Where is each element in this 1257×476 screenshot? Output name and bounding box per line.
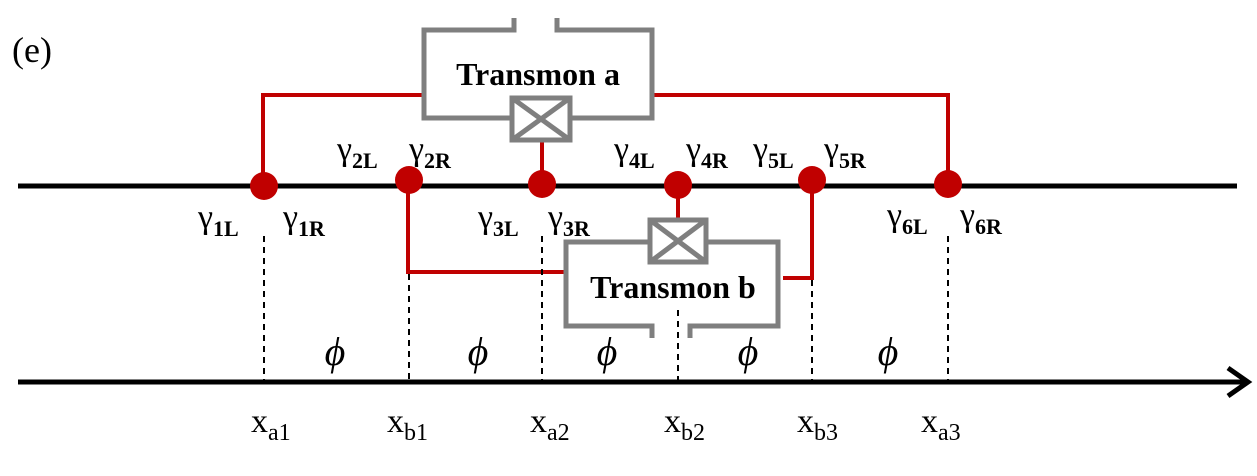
phi-5: ϕ: [878, 329, 899, 374]
position-labels: xa1 xb1 xa2 xb2 xb3 xa3: [251, 403, 961, 446]
phase-symbols: ϕ ϕ ϕ ϕ ϕ: [325, 329, 899, 374]
wire-gamma2-to-transmon-b: [406, 182, 566, 274]
node-2: [395, 166, 423, 194]
transmon-a-left-plate: [421, 18, 517, 121]
transmon-a-junction-icon: [509, 95, 573, 143]
axis-arrowhead-icon: [1226, 365, 1253, 399]
wire-gamma1-to-transmon-a: [261, 93, 424, 184]
label-gamma-2L: γ2L: [336, 131, 378, 173]
label-gamma-4R: γ4R: [685, 131, 729, 173]
transmon-b: [563, 217, 781, 338]
node-4: [664, 171, 692, 199]
label-gamma-6L: γ6L: [886, 197, 928, 239]
phi-1: ϕ: [325, 329, 346, 374]
wire-transmon-a-to-gamma6: [652, 93, 950, 182]
transmon-b-label: Transmon b: [590, 269, 756, 305]
transmon-b-left-plate: [563, 239, 655, 338]
phi-4: ϕ: [738, 329, 759, 374]
label-xa3: xa3: [921, 403, 961, 446]
dashed-guides: [263, 236, 949, 380]
node-5: [798, 166, 826, 194]
node-1: [250, 172, 278, 200]
label-xa2: xa2: [530, 403, 570, 446]
red-wires: [261, 93, 950, 280]
node-3: [528, 170, 556, 198]
transmon-a-right-plate: [554, 18, 655, 121]
transmon-a: [421, 18, 655, 143]
transmon-b-right-plate: [687, 239, 781, 338]
label-gamma-1R: γ1R: [282, 199, 326, 241]
phi-2: ϕ: [468, 329, 489, 374]
label-gamma-4L: γ4L: [613, 131, 655, 173]
wire-transmon-b-to-gamma5: [783, 182, 814, 280]
majorana-nodes: [250, 166, 962, 200]
label-gamma-2R: γ2R: [408, 131, 452, 173]
majorana-labels: γ1L γ1R γ2L γ2R γ3L γ3R γ4L γ4R γ5L γ5R …: [197, 131, 1003, 241]
phi-3: ϕ: [597, 329, 618, 374]
transmon-a-label: Transmon a: [456, 56, 620, 92]
label-gamma-5R: γ5R: [823, 131, 867, 173]
label-gamma-5L: γ5L: [752, 131, 794, 173]
node-6: [934, 170, 962, 198]
label-gamma-3R: γ3R: [547, 199, 591, 241]
label-gamma-6R: γ6R: [959, 197, 1003, 239]
label-gamma-1L: γ1L: [197, 199, 239, 241]
label-xb3: xb3: [797, 403, 838, 446]
label-xb2: xb2: [664, 403, 705, 446]
panel-label: (e): [12, 30, 52, 70]
transmon-b-junction-icon: [647, 217, 709, 265]
label-xb1: xb1: [387, 403, 428, 446]
label-xa1: xa1: [251, 403, 291, 446]
label-gamma-3L: γ3L: [477, 199, 519, 241]
